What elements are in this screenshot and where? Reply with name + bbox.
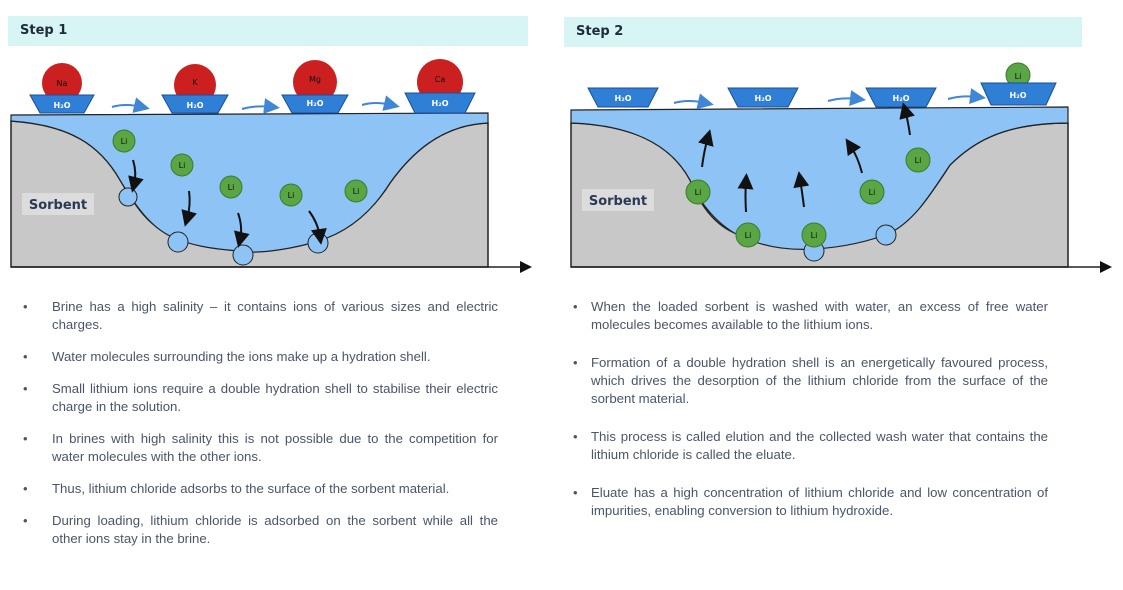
list-item: •Thus, lithium chloride adsorbs to the s… xyxy=(23,481,450,496)
lithium-ion: Li xyxy=(905,147,931,173)
lithium-ion: Li xyxy=(859,179,885,205)
list-item: •In brines with high salinity this is no… xyxy=(23,431,498,464)
step2-diagram: Sorbent H₂O H₂O H₂O Li H₂O Li Li Li Li L… xyxy=(570,62,1112,273)
desorption-arrow xyxy=(845,138,863,174)
step1-title: Step 1 xyxy=(20,23,68,38)
svg-text:Li: Li xyxy=(228,183,235,192)
svg-text:Mg: Mg xyxy=(309,75,321,84)
flow-arrow xyxy=(947,88,986,104)
ion-mg: Mg H₂O xyxy=(281,60,349,114)
list-item: •During loading, lithium chloride is ads… xyxy=(23,513,498,546)
step1-bullets: •Brine has a high salinity – it contains… xyxy=(20,298,498,562)
svg-text:Li: Li xyxy=(1015,72,1022,81)
svg-text:H₂O: H₂O xyxy=(893,94,910,103)
svg-text:Li: Li xyxy=(745,231,752,240)
list-item: •Water molecules surrounding the ions ma… xyxy=(23,349,431,364)
svg-text:H₂O: H₂O xyxy=(307,99,324,108)
svg-text:Ca: Ca xyxy=(435,75,446,84)
svg-text:H₂O: H₂O xyxy=(187,101,204,110)
lithium-ion: Li xyxy=(279,183,303,207)
svg-text:H₂O: H₂O xyxy=(1010,91,1027,100)
list-item: •This process is called elution and the … xyxy=(573,429,1048,462)
step2-header: Step 2 xyxy=(564,17,1082,47)
step2-title: Step 2 xyxy=(576,24,624,39)
lithium-ion: Li xyxy=(112,129,136,153)
svg-text:Li: Li xyxy=(288,191,295,200)
lithium-ion: Li xyxy=(801,222,827,248)
ion-na: Na H₂O xyxy=(29,63,95,114)
svg-text:K: K xyxy=(192,78,198,87)
list-item: •When the loaded sorbent is washed with … xyxy=(573,299,1048,332)
svg-text:H₂O: H₂O xyxy=(432,99,449,108)
svg-text:H₂O: H₂O xyxy=(615,94,632,103)
step1-diagram: Sorbent Na H₂O K H₂O Mg H₂O Ca H₂O Li Li… xyxy=(10,59,532,273)
water-molecule: H₂O xyxy=(865,87,937,108)
svg-text:Li: Li xyxy=(121,137,128,146)
step2-sorbent-label: Sorbent xyxy=(589,194,647,209)
ion-ca: Ca H₂O xyxy=(404,59,476,114)
svg-text:H₂O: H₂O xyxy=(54,101,71,110)
flow-arrow xyxy=(241,98,280,115)
water-molecule: H₂O xyxy=(727,87,799,108)
list-item: •Small lithium ions require a double hyd… xyxy=(23,381,498,414)
lithium-ion: Li xyxy=(735,222,761,248)
lithium-ion: Li xyxy=(219,175,243,199)
svg-text:Li: Li xyxy=(915,156,922,165)
desorption-arrow xyxy=(899,102,915,136)
step1-header: Step 1 xyxy=(8,16,528,46)
svg-text:Li: Li xyxy=(179,161,186,170)
lithium-ion: Li xyxy=(685,179,711,205)
lithium-ion: Li xyxy=(344,179,368,203)
svg-text:Li: Li xyxy=(869,188,876,197)
ion-k: K H₂O xyxy=(161,64,229,114)
svg-text:H₂O: H₂O xyxy=(755,94,772,103)
water-molecule: H₂O xyxy=(587,87,659,108)
water-molecule-with-li: Li H₂O xyxy=(980,62,1057,106)
desorption-arrow xyxy=(793,171,810,208)
adsorption-arrow xyxy=(308,210,327,245)
svg-text:Li: Li xyxy=(353,187,360,196)
svg-text:Li: Li xyxy=(811,231,818,240)
lithium-ion: Li xyxy=(170,153,194,177)
list-item: •Eluate has a high concentration of lith… xyxy=(573,485,1048,518)
step1-sorbent-label: Sorbent xyxy=(29,198,87,213)
flow-arrow xyxy=(673,93,714,110)
flow-arrow xyxy=(111,97,150,113)
svg-text:Na: Na xyxy=(57,79,68,88)
desorption-arrow xyxy=(698,129,714,168)
adsorption-arrow xyxy=(234,212,250,248)
flow-arrow xyxy=(361,95,400,111)
flow-arrow xyxy=(827,90,866,106)
svg-text:Li: Li xyxy=(695,188,702,197)
step2-bullets: •When the loaded sorbent is washed with … xyxy=(570,298,1048,540)
list-item: •Formation of a double hydration shell i… xyxy=(573,355,1048,406)
desorption-arrow xyxy=(737,173,754,213)
list-item: •Brine has a high salinity – it contains… xyxy=(23,299,498,332)
adsorption-arrow xyxy=(128,159,144,193)
adsorption-arrow xyxy=(181,190,197,227)
